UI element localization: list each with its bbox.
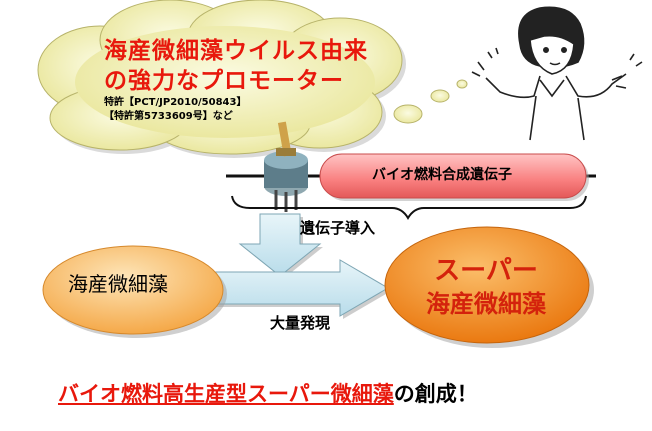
conclusion-rest: の創成！ [393,382,478,406]
promoter-title-line1: 海産微細藻ウイルス由来 [104,38,368,64]
mass-expression-label: 大量発現 [270,314,331,332]
super-algae-line1: スーパー [434,256,538,286]
patent-line1: 特許【PCT/JP2010/50843】 [104,97,247,108]
marine-algae-label: 海産微細藻 [68,272,168,296]
bracket [231,195,587,220]
scientist-illustration [471,6,643,141]
patent-info: 特許【PCT/JP2010/50843】 【特許第5733609号】など [104,96,246,124]
super-algae-line2: 海産微細藻 [426,290,546,318]
patent-line2: 【特許第5733609号】など [104,111,233,122]
super-algae-ellipse [384,226,594,348]
down-arrow [238,213,323,279]
promoter-title: 海産微細藻ウイルス由来 の強力なプロモーター [104,36,368,96]
conclusion-text: バイオ燃料高生産型スーパー微細藻の創成！ [58,378,478,408]
conclusion-highlight: バイオ燃料高生産型スーパー微細藻 [58,382,394,406]
algae-ellipse [42,245,227,338]
thought-cloud [37,0,468,158]
gene-label: バイオ燃料合成遺伝子 [372,167,512,183]
gene-capsule [319,153,589,201]
promoter-title-line2: の強力なプロモーター [104,68,344,94]
toggle-switch-icon [264,121,308,212]
right-arrow [209,259,391,319]
gene-introduction-label: 遺伝子導入 [300,219,376,237]
